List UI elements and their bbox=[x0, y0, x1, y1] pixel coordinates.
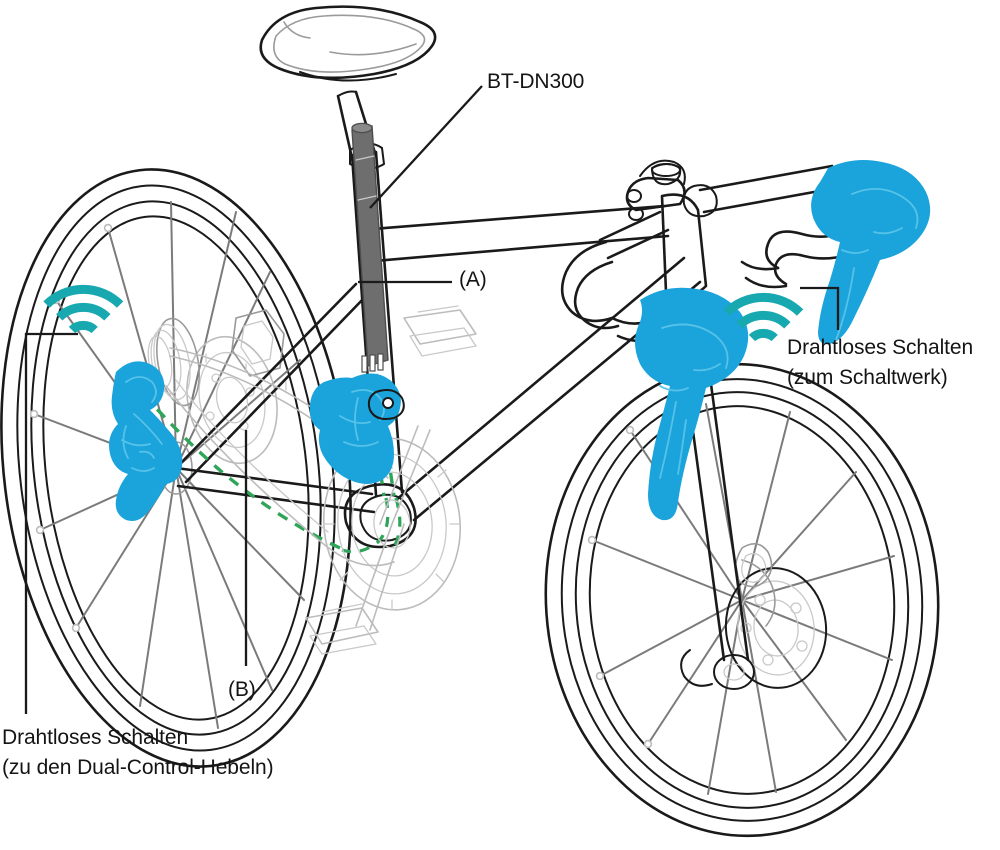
wireless-signal-icon-rear bbox=[43, 284, 124, 334]
callout-a-label: (A) bbox=[459, 268, 487, 291]
crankset bbox=[322, 425, 462, 631]
battery-label: BT-DN300 bbox=[487, 70, 585, 93]
pedal-rear bbox=[305, 603, 379, 655]
dual-control-lever-left bbox=[635, 287, 749, 521]
rear-derailleur bbox=[109, 361, 183, 521]
wireless-signal-icon-front bbox=[723, 292, 804, 342]
stem bbox=[625, 159, 686, 221]
dual-control-wireless-line2: (zu den Dual-Control-Hebeln) bbox=[2, 755, 274, 779]
pedal-front bbox=[403, 305, 477, 357]
front-derailleur bbox=[309, 373, 405, 484]
rear-derailleur-wireless-line1: Drahtloses Schalten bbox=[787, 336, 974, 359]
leader-battery bbox=[369, 85, 483, 209]
front-hub bbox=[680, 559, 776, 690]
dual-control-lever-right bbox=[811, 160, 931, 345]
battery-bt-dn300 bbox=[351, 122, 389, 373]
saddle bbox=[259, 5, 437, 82]
dual-control-wireless-line1: Drahtloses Schalten bbox=[2, 726, 189, 749]
leader-dual-control-label bbox=[24, 332, 78, 714]
rear-derailleur-wireless-line2: (zum Schaltwerk) bbox=[787, 365, 948, 389]
rear-brake-caliper bbox=[231, 309, 285, 377]
rear-derailleur-wireless-label: Drahtloses Schalten (zum Schaltwerk) bbox=[787, 334, 973, 391]
callout-b-label: (B) bbox=[228, 678, 256, 701]
dual-control-wireless-label: Drahtloses Schalten (zu den Dual-Control… bbox=[2, 724, 274, 781]
front-disc-rotor bbox=[724, 567, 828, 689]
leader-rear-derailleur-label bbox=[800, 286, 840, 330]
